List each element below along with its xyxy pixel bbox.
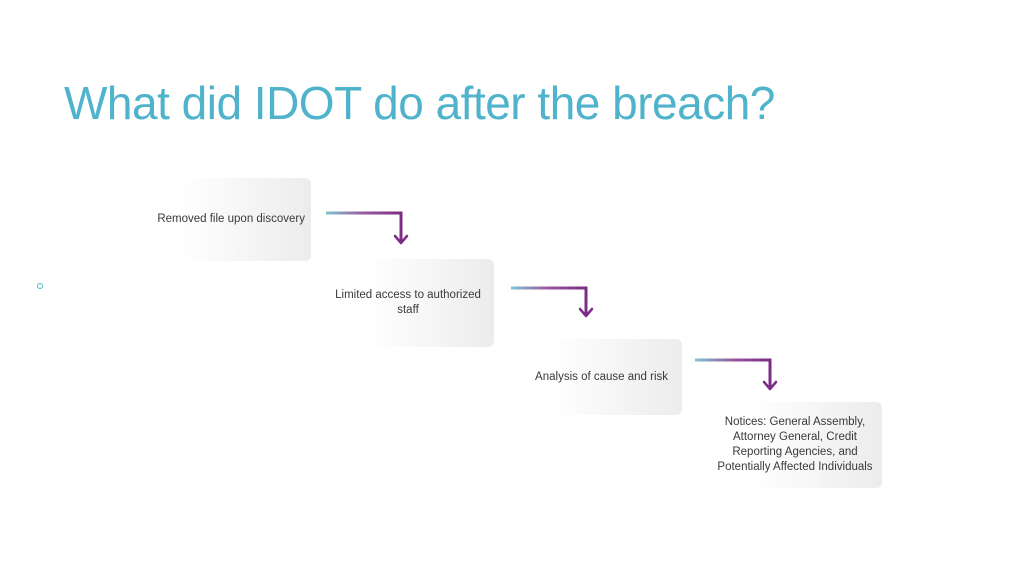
step-box-4: Notices: General Assembly, Attorney Gene… [700,402,882,488]
slide-title: What did IDOT do after the breach? [64,77,775,129]
step-box-1: Removed file upon discovery [130,178,311,261]
step-label-3: Analysis of cause and risk [535,370,668,383]
step-label-2: Limited access to authorized staff [335,289,481,316]
step-box-3: Analysis of cause and risk [500,339,682,415]
bullet-dot [37,283,43,289]
step-label-4: Notices: General Assembly, Attorney Gene… [717,416,873,473]
step-label-1: Removed file upon discovery [157,213,305,225]
step-arrow-3 [695,358,778,391]
step-arrow-1 [326,211,409,245]
step-box-2: Limited access to authorized staff [318,259,494,347]
step-arrow-2 [511,286,594,318]
